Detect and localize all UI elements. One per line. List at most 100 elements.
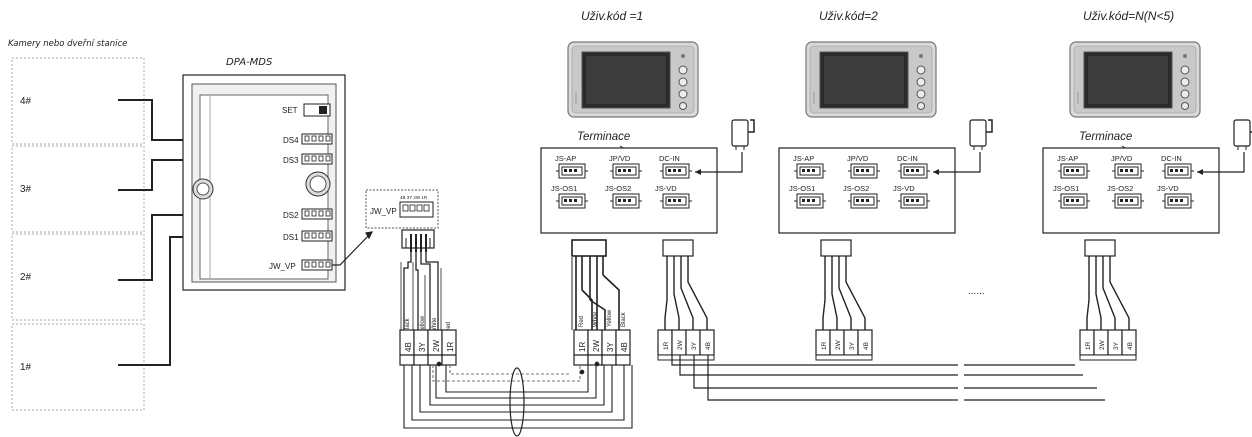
port-label-top: JP/VD	[609, 154, 631, 163]
left-terminal-pin-3y: 3Y	[418, 342, 427, 352]
bus-terminal-pin-label: 4B	[705, 342, 712, 350]
monitor-screen	[805, 41, 937, 118]
port-label-bottom: JS-OS1	[789, 184, 815, 193]
drop-wire	[838, 256, 852, 330]
port-label-top: JS-AP	[793, 154, 814, 163]
port-ds2	[301, 208, 333, 220]
right-terminal-pin-1r: 1R	[578, 342, 587, 352]
dpa-mds-title: DPA-MDS	[226, 57, 273, 68]
camera-box-3	[11, 145, 145, 233]
user-code-label: Uživ.kód=2	[819, 9, 878, 23]
user-code-label: Uživ.kód=N(N<5)	[1083, 9, 1174, 23]
port-label-ds4: DS4	[283, 136, 299, 145]
power-lead-arrow	[695, 169, 701, 175]
port-label-bottom: JS-OS2	[843, 184, 869, 193]
bus-terminal-pin-label: 4B	[863, 342, 870, 350]
monitor-port-bottom	[659, 193, 693, 209]
power-adapter-icon	[1233, 119, 1252, 151]
bus-terminal-pin-label: 2W	[677, 339, 684, 350]
bus-terminal-pin-label: 3Y	[849, 341, 856, 350]
power-lead-arrow	[1197, 169, 1203, 175]
bus-terminal-pin-label: 2W	[835, 339, 842, 350]
monitor-screen	[1069, 41, 1201, 118]
monitor-port-top	[659, 163, 693, 179]
monitor-back-panel	[778, 147, 956, 234]
power-adapter-icon	[969, 119, 993, 151]
port-jwvp	[301, 259, 333, 271]
right-wire-color-white: White	[593, 311, 599, 327]
termination-label: Terminace	[577, 131, 630, 143]
camera-label-3: 3#	[20, 184, 32, 195]
monitor-back-panel	[540, 147, 718, 234]
port-ds4	[301, 133, 333, 145]
left-wire-color-red: Red	[446, 322, 452, 333]
port-ds3	[301, 153, 333, 165]
bus-terminal-pin-label: 3Y	[1113, 341, 1120, 350]
monitor-port-top	[1111, 163, 1145, 179]
more-monitors-ellipsis: ......	[968, 286, 985, 297]
drop-wire	[831, 256, 838, 330]
bus-terminal-pin-label: 1R	[1085, 341, 1092, 350]
port-label-top: JS-AP	[555, 154, 576, 163]
port-label-bottom: JS-OS2	[605, 184, 631, 193]
bus-terminal-base	[1079, 354, 1137, 361]
right-wire-color-yellow: Yellow	[607, 309, 613, 327]
jwvp-plug-wires	[400, 252, 442, 330]
monitor-port-bottom	[1111, 193, 1145, 209]
left-wire-color-white: White	[432, 317, 438, 333]
right-terminal-pin-2w: 2W	[592, 340, 601, 352]
monitor-port-bottom	[609, 193, 643, 209]
power-adapter-icon	[731, 119, 755, 151]
right-terminal-pin-4b: 4B	[620, 342, 629, 352]
power-lead-arrow	[933, 169, 939, 175]
port-label-ds3: DS3	[283, 156, 299, 165]
cable-plug	[820, 239, 852, 257]
jwvp-plug	[401, 229, 435, 253]
drop-wire	[673, 256, 680, 330]
bus-wires	[671, 355, 1105, 402]
right-wire-color-black: Black	[621, 311, 627, 327]
jwvp-connector-pins: 4B 3Y 2W 1R	[400, 195, 428, 200]
set-label: SET	[282, 106, 298, 115]
port-ds1	[301, 230, 333, 242]
left-wire-color-black: Black	[405, 317, 411, 333]
cable-plug	[662, 239, 694, 257]
port-label-bottom: JS-OS1	[551, 184, 577, 193]
right-wire-color-red: Red	[579, 316, 585, 327]
monitor-port-bottom	[793, 193, 827, 209]
left-terminal-pin-1r: 1R	[446, 342, 455, 352]
port-label-top: JP/VD	[847, 154, 869, 163]
monitor-port-bottom	[1057, 193, 1091, 209]
drop-wire	[1086, 256, 1090, 330]
cable-plug	[1084, 239, 1116, 257]
right-terminal-pin-3y: 3Y	[606, 342, 615, 352]
left-terminal-block	[399, 329, 457, 366]
dpa-mds-device	[182, 74, 346, 291]
power-lead	[933, 152, 981, 173]
bus-terminal-pin-label: 4B	[1127, 342, 1134, 350]
monitor-port-bottom	[1161, 193, 1195, 209]
drop-wire	[664, 256, 668, 330]
drop-wire	[845, 256, 866, 330]
camera-label-2: 2#	[20, 272, 32, 283]
monitor-port-top	[847, 163, 881, 179]
camera-label-4: 4#	[20, 96, 32, 107]
drop-wire	[680, 256, 694, 330]
camera-box-4	[11, 57, 145, 145]
monitor-port-top	[897, 163, 931, 179]
port-label-bottom: JS-OS2	[1107, 184, 1133, 193]
right-terminal-block	[573, 329, 631, 366]
port-label-top: DC-IN	[897, 154, 918, 163]
drop-wire	[822, 256, 826, 330]
cameras-title: Kamery nebo dveřní stanice	[8, 39, 127, 49]
monitor-port-bottom	[897, 193, 931, 209]
monitor-port-bottom	[555, 193, 589, 209]
monitor-port-top	[609, 163, 643, 179]
monitor-back-panel	[1042, 147, 1220, 234]
power-lead	[695, 152, 743, 173]
left-wire-color-yellow: Yellow	[420, 315, 426, 333]
set-switch[interactable]	[303, 103, 331, 117]
